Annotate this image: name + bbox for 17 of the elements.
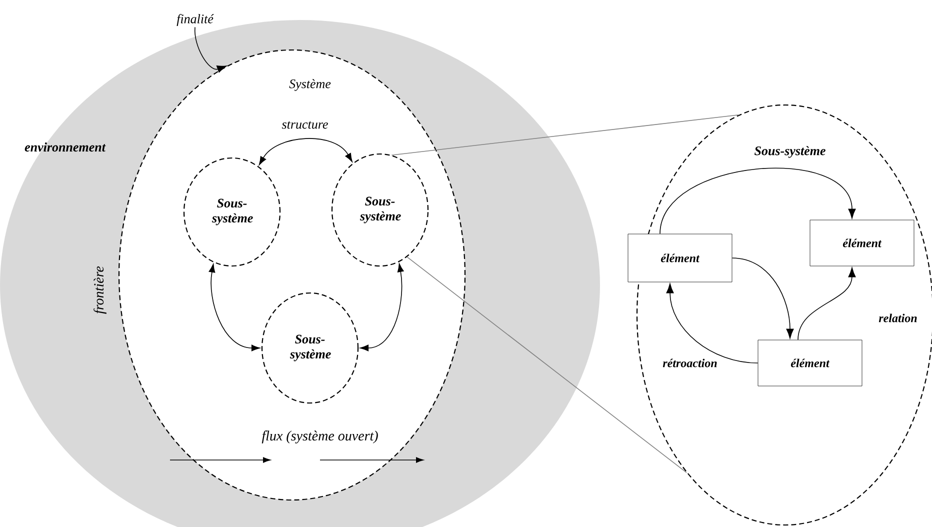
arrow <box>666 284 758 364</box>
edge-label: relation <box>878 312 918 324</box>
arrow <box>208 264 260 352</box>
edge-label: rétroaction <box>662 358 718 368</box>
zoom-line <box>391 114 740 156</box>
frontier-label: frontière <box>94 266 106 314</box>
arrow <box>360 263 404 352</box>
arrow <box>660 168 856 234</box>
arrow <box>732 258 794 338</box>
arrow <box>798 268 856 340</box>
flow-label: flux (système ouvert) <box>262 430 378 444</box>
element-box: élément <box>758 340 862 386</box>
arrow <box>258 138 352 166</box>
element-box: élément <box>810 220 914 266</box>
zoom-line <box>406 256 687 473</box>
element-box: élément <box>628 234 732 282</box>
arrow <box>194 26 227 73</box>
